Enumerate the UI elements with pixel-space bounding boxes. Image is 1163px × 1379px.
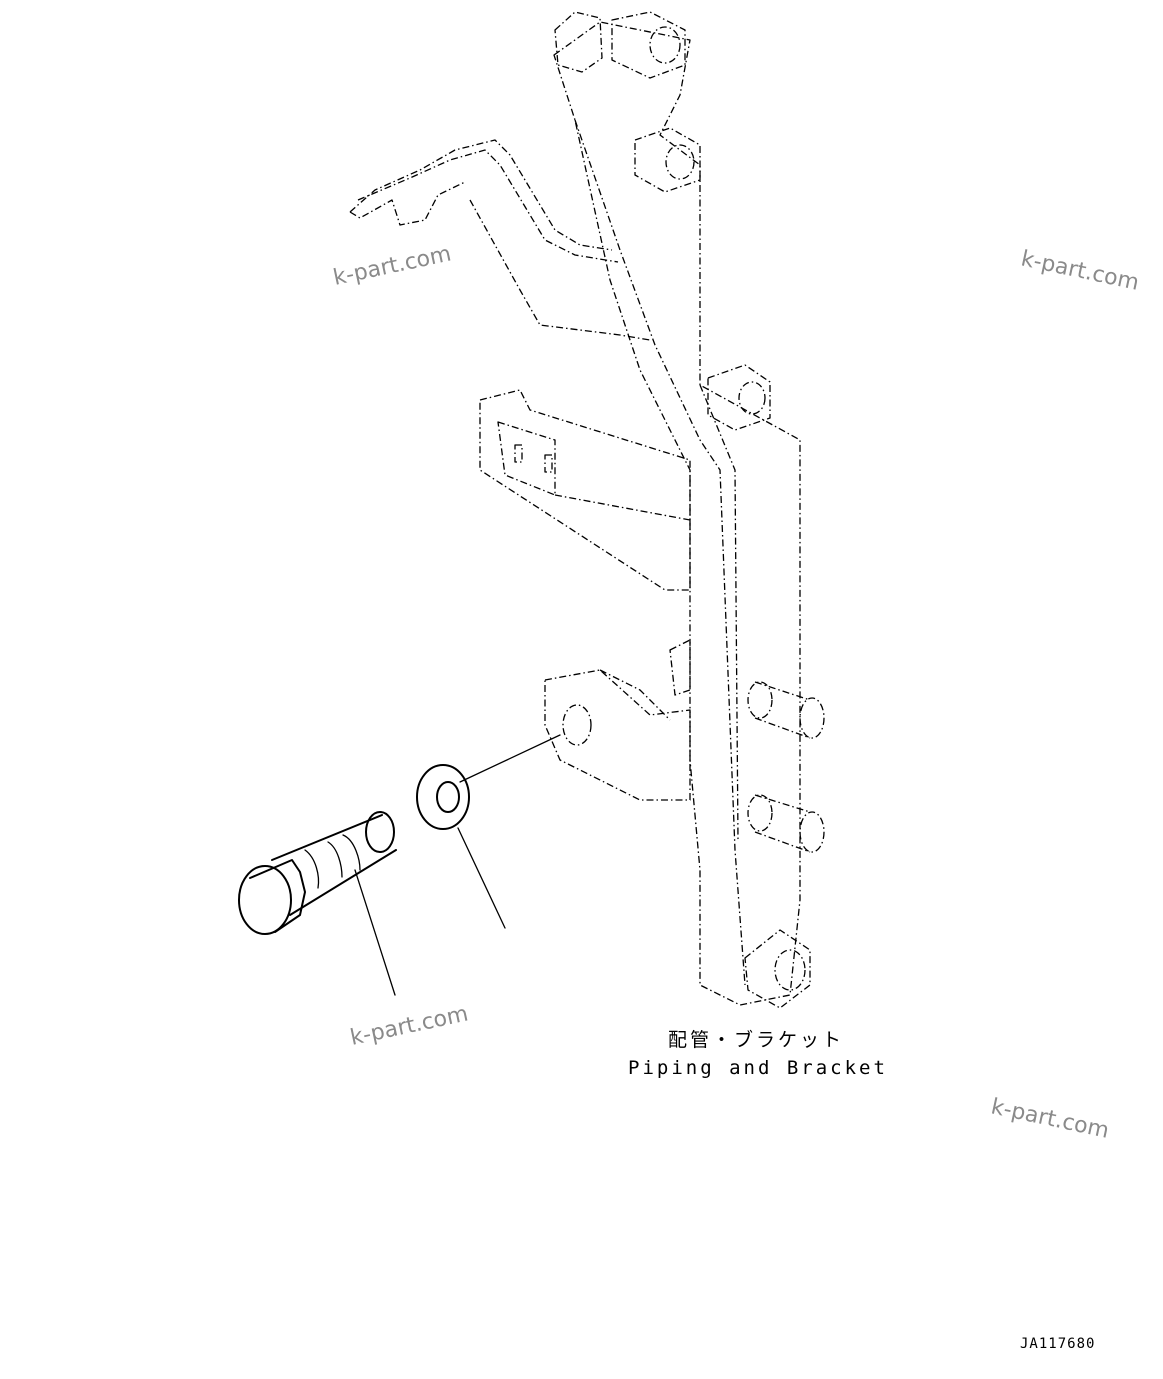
- figure-code: JA117680: [1020, 1336, 1095, 1352]
- watermark: k-part.com: [1019, 246, 1141, 295]
- watermark: k-part.com: [989, 1094, 1111, 1143]
- bracket-assembly: [349, 11, 825, 1009]
- washer: [416, 764, 470, 830]
- watermark: k-part.com: [331, 242, 453, 291]
- caption-english: Piping and Bracket: [628, 1057, 888, 1079]
- caption-japanese: 配管・ブラケット: [668, 1028, 844, 1051]
- bolt: [238, 811, 397, 935]
- leader-lines: [354, 734, 561, 996]
- watermark: k-part.com: [348, 1002, 470, 1051]
